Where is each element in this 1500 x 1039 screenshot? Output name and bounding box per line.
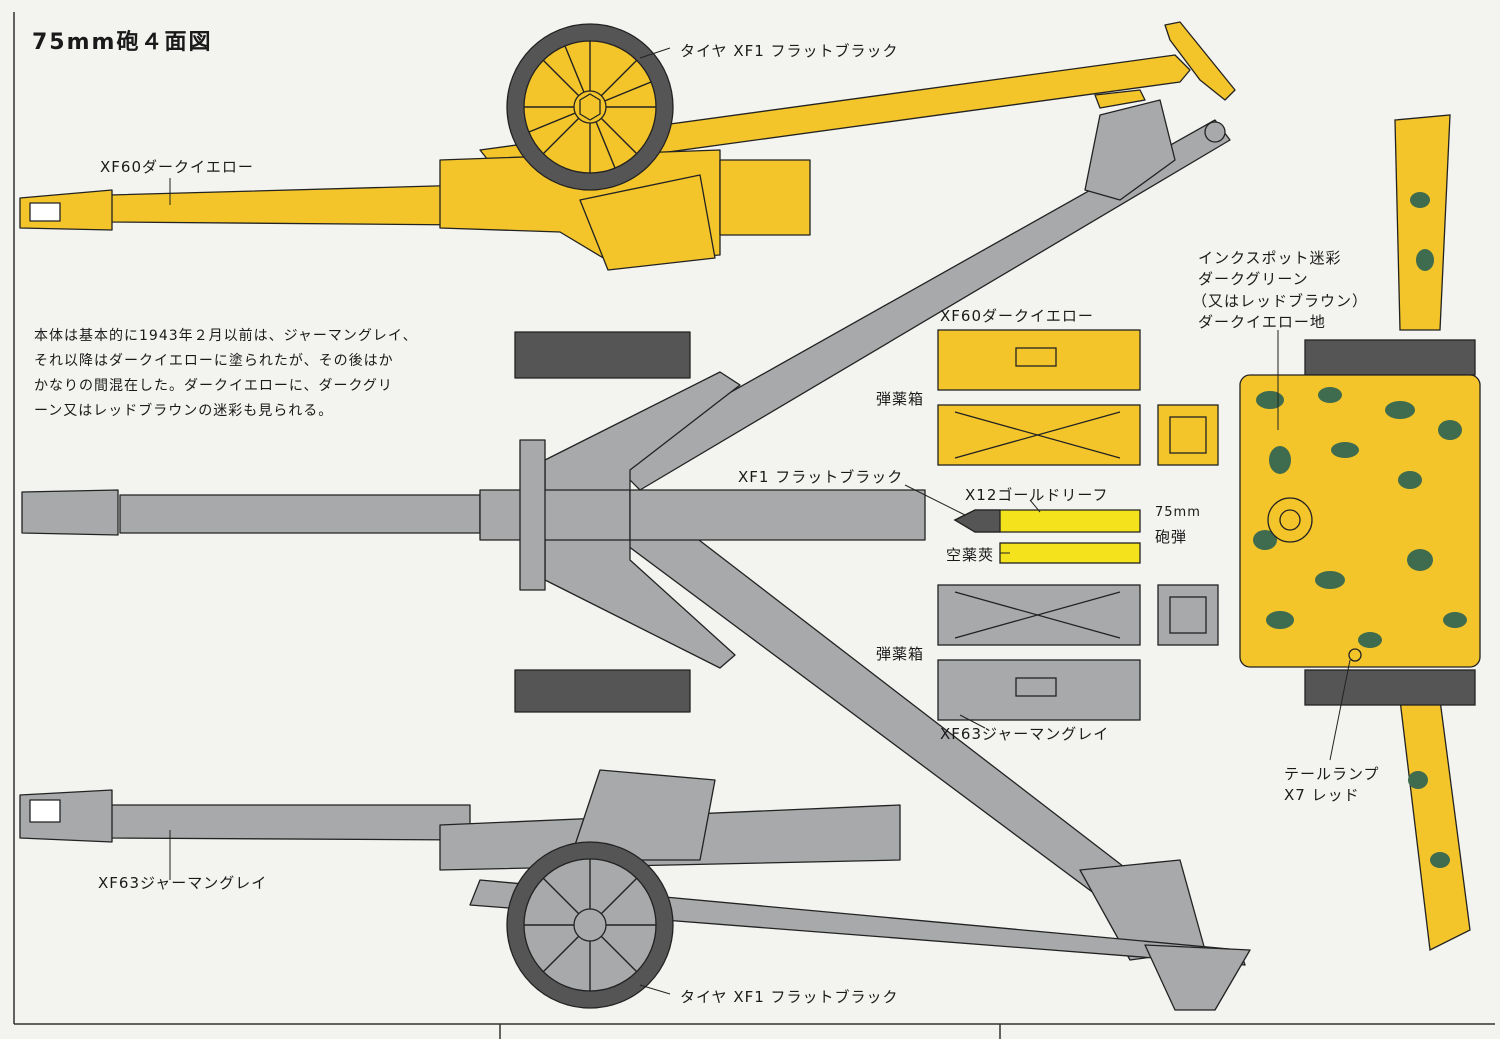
page-title: 75mm砲４面図	[32, 30, 213, 55]
label-tire-bottom: タイヤ XF1 フラットブラック	[680, 988, 899, 1006]
label-camo-3: （又はレッドブラウン）	[1192, 292, 1369, 310]
label-ammo-box-1: 弾薬箱	[876, 390, 925, 408]
note-line-4: ーン又はレッドブラウンの迷彩も見られる。	[34, 403, 334, 419]
label-ammo-box-2: 弾薬箱	[876, 645, 925, 663]
label-flat-black: XF1 フラットブラック	[738, 468, 904, 486]
ammo-box-grey-end	[1157, 584, 1219, 646]
label-german-grey-box: XF63ジャーマングレイ	[940, 725, 1110, 743]
label-camo-4: ダークイエロー地	[1198, 313, 1326, 331]
camo-spots	[1253, 192, 1467, 868]
label-camo-2: ダークグリーン	[1198, 270, 1309, 288]
label-shell-75mm: 75mm	[1155, 505, 1201, 520]
label-tail-lamp-color: X7 レッド	[1284, 786, 1360, 804]
ammo-box-yellow-closed	[937, 329, 1141, 391]
ammo-box-grey-closed	[937, 659, 1141, 721]
ammo-items	[937, 329, 1219, 721]
empty-case	[999, 542, 1141, 564]
label-tire-top: タイヤ XF1 フラットブラック	[680, 42, 899, 60]
paint-note: 本体は基本的に1943年２月以前は、ジャーマングレイ、 それ以降はダークイエロー…	[34, 324, 484, 424]
side-view-dark-yellow	[19, 21, 1236, 271]
tail-lamp	[1348, 648, 1362, 662]
ammo-box-yellow-end	[1157, 404, 1219, 466]
label-german-grey-side: XF63ジャーマングレイ	[98, 874, 268, 892]
leader-lines	[169, 47, 1351, 995]
side-view-german-grey	[19, 769, 1251, 1011]
rear-view-camouflage	[1239, 114, 1481, 951]
page-frame	[13, 12, 1495, 1039]
label-camo-1: インクスポット迷彩	[1198, 249, 1342, 267]
label-gold-leaf: X12ゴールドリーフ	[965, 486, 1109, 504]
label-empty-case: 空薬莢	[946, 546, 995, 564]
note-line-3: かなりの間混在した。ダークイエローに、ダークグリ	[34, 378, 393, 394]
note-line-1: 本体は基本的に1943年２月以前は、ジャーマングレイ、	[34, 328, 418, 344]
label-tail-lamp: テールランプ	[1284, 765, 1380, 783]
top-view-german-grey	[21, 99, 1231, 961]
note-line-2: それ以降はダークイエローに塗られたが、その後はか	[34, 353, 394, 369]
label-dark-yellow-side: XF60ダークイエロー	[100, 158, 254, 176]
label-dark-yellow-box: XF60ダークイエロー	[940, 307, 1094, 325]
label-shell: 砲弾	[1155, 528, 1188, 546]
